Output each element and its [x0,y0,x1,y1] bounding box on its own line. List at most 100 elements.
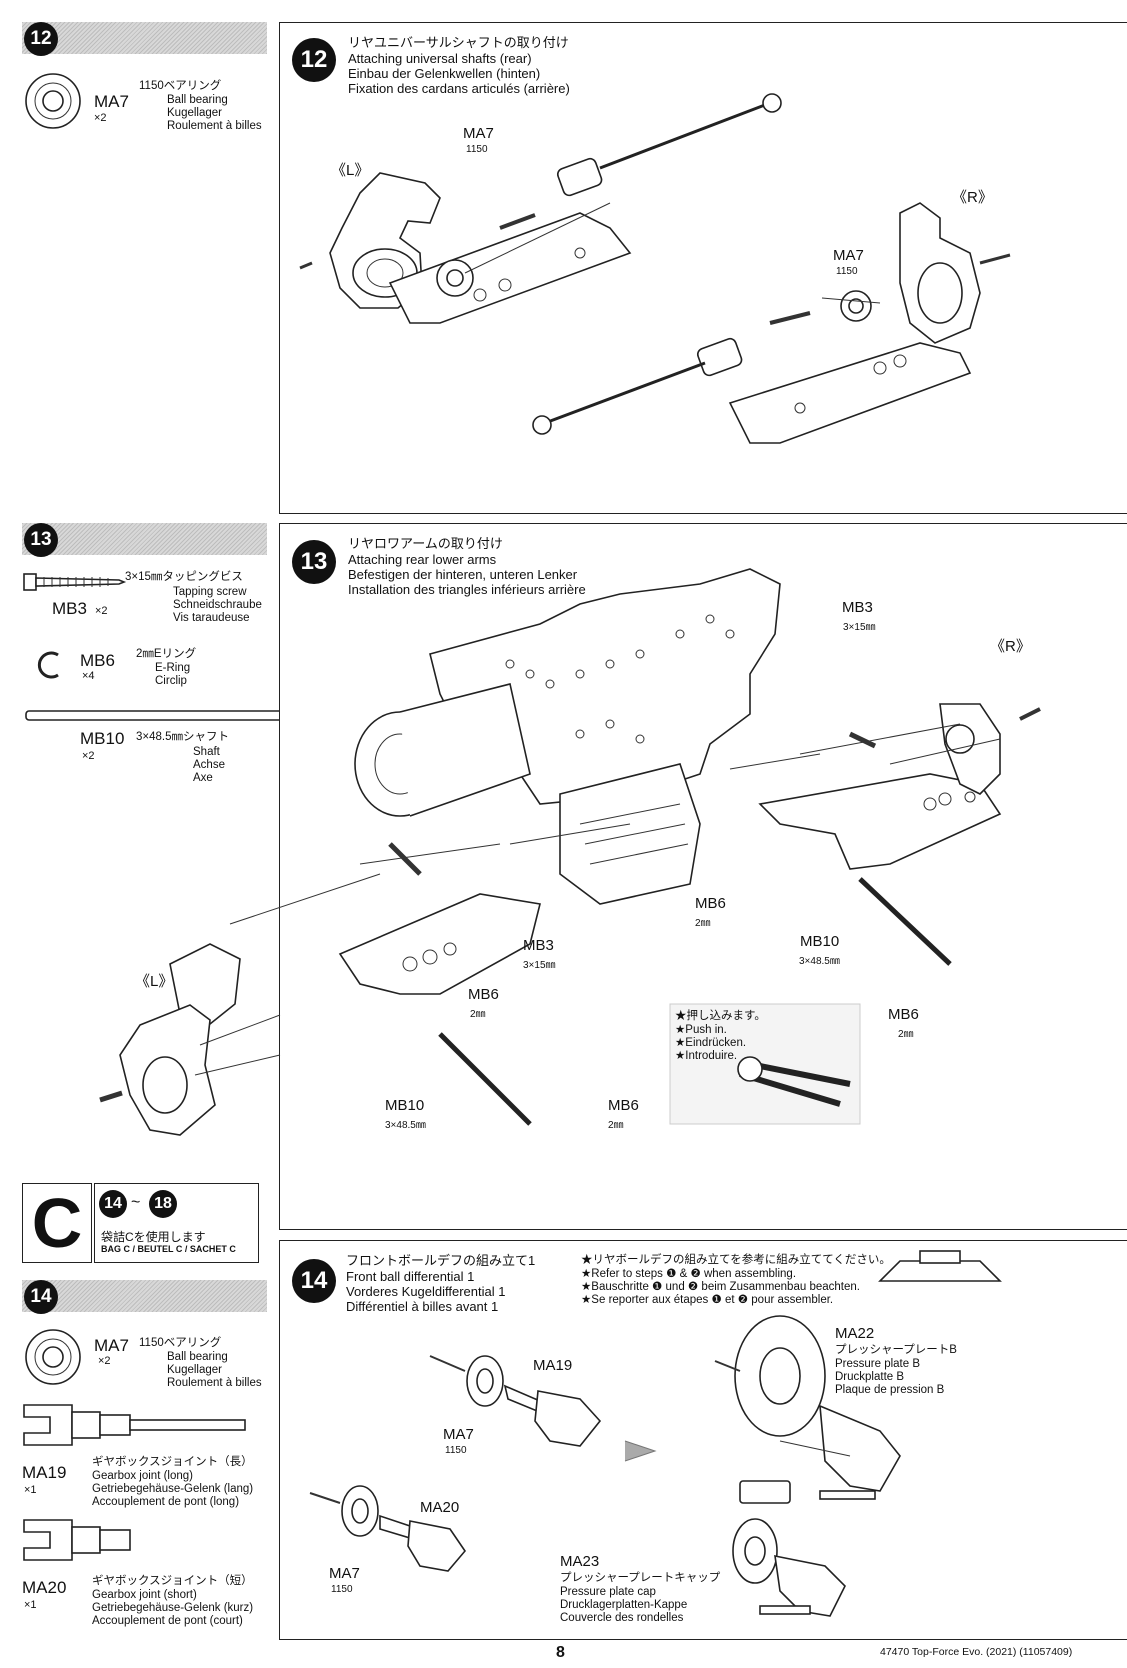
step14-panel: 14 フロントボールデフの組み立て1 Front ball differenti… [279,1240,1127,1640]
step13-panel-badge: 13 [292,540,336,584]
part-code: MA7 [94,1336,129,1355]
step14-title-de: Vorderes Kugeldifferential 1 [346,1284,506,1299]
ma7-sub-lower: 1150 [331,1584,353,1595]
step14-title-en: Front ball differential 1 [346,1269,475,1284]
part-name-jp: 1150ベアリング [139,80,222,92]
e-ring-icon [37,651,59,679]
part-code: MA19 [22,1463,67,1482]
bag-from-step: 14 [99,1190,127,1218]
rear-left-upright-drawing [99,1004,281,1136]
ma7-label-upper: MA7 [443,1426,474,1443]
assembly-note-fr: ★Se reporter aux étapes ❶ et ❷ pour asse… [581,1294,834,1306]
part-name-jp: 3×15㎜タッピングビス [125,571,243,583]
part-name-fr: Accouplement de pont (court) [92,1615,243,1627]
mb3-sub-right: 3×15㎜ [843,622,876,633]
page-number: 8 [556,1644,565,1661]
push-note-en: ★Push in. [675,1024,727,1036]
tapping-screw-icon [23,573,127,591]
bag-letter: C [31,1184,83,1262]
part-name-fr: Axe [193,772,213,784]
mb10-label-right: MB10 [800,933,840,950]
step14-parts-band [22,1280,267,1312]
part-name-de: Kugellager [167,1364,222,1376]
bag-use-jp: 袋詰Cを使用します [101,1230,206,1244]
mb6-sub-right: 2㎜ [898,1029,914,1040]
ma23-name-fr: Couvercle des rondelles [560,1612,684,1624]
assembly-note-jp: ★リヤボールデフの組み立てを参考に組み立ててください。 [581,1254,891,1266]
side-right-label: 《R》 [990,638,1031,655]
bag-c-box: C [22,1183,92,1263]
part-name-jp: ギヤボックスジョイント（短） [92,1575,253,1587]
ball-bearing-icon [25,73,81,129]
part-name-en: Ball bearing [167,94,228,106]
part-code: MA20 [22,1578,67,1597]
part-name-en: Gearbox joint (short) [92,1589,197,1601]
part-name-jp: 2㎜Eリング [136,648,197,660]
part-name-jp: ギヤボックスジョイント（長） [92,1456,253,1468]
part-name-de: Schneidschraube [173,599,262,611]
ma23-label: MA23 [560,1553,600,1570]
part-name-en: Gearbox joint (long) [92,1470,193,1482]
side-left-label: 《L》 [135,973,174,990]
ball-bearing-icon [25,1329,81,1385]
part-name-de: Circlip [155,675,187,687]
part-qty: ×1 [24,1484,37,1496]
part-name-fr: Vis taraudeuse [173,612,250,624]
step14-title-fr: Différentiel à billes avant 1 [346,1299,499,1314]
side-right-label: 《R》 [952,189,993,206]
bag-to-step: 18 [149,1190,177,1218]
ma22-name-jp: プレッシャープレートB [835,1344,957,1356]
part-name-jp: 1150ベアリング [139,1337,222,1349]
mb6-sub-center: 2㎜ [695,918,711,929]
rear-right-upright-drawing [532,202,1011,444]
ma22-label: MA22 [835,1325,875,1342]
mb10-label-left: MB10 [385,1097,425,1114]
mb10-sub-left: 3×48.5㎜ [385,1120,426,1131]
mb6-sub-bottom: 2㎜ [608,1120,624,1131]
mb3-label-center: MB3 [523,937,554,954]
part-name-en: Ball bearing [167,1351,228,1363]
mb3-label-right: MB3 [842,599,873,616]
ball-differential-drawing [309,1250,1002,1617]
push-note-jp: ★押し込みます。 [675,1010,766,1022]
bag-use-en: BAG C / BEUTEL C / SACHET C [101,1244,236,1254]
part-qty: ×2 [98,1355,111,1367]
push-note-fr: ★Introduire. [675,1050,738,1062]
mb6-label-right: MB6 [888,1006,919,1023]
step13-title-de: Befestigen der hinteren, unteren Lenker [348,567,578,582]
step12-parts-band [22,22,267,54]
chassis-lower-arms-drawing [169,568,1041,1126]
part-name-en: E-Ring [155,662,191,674]
ma20-label: MA20 [420,1499,460,1516]
ma23-name-de: Drucklagerplatten-Kappe [560,1599,688,1611]
part-name-fr: Accouplement de pont (long) [92,1496,240,1508]
ma7-sub-upper: 1150 [445,1445,467,1456]
bag-c-info: 14 ~ 18 袋詰Cを使用します BAG C / BEUTEL C / SAC… [94,1183,259,1263]
part-name-fr: Roulement à billes [167,120,262,132]
step13-parts-band [22,523,267,555]
part-qty: ×2 [94,112,107,124]
step12-number-badge: 12 [24,22,58,56]
mb10-sub-right: 3×48.5㎜ [799,956,840,967]
step13-number-badge: 13 [24,523,58,557]
step12-title-jp: リヤユニバーサルシャフトの取り付け [348,35,569,50]
step14-number-badge: 14 [24,1280,58,1314]
step12-title-en: Attaching universal shafts (rear) [348,51,532,66]
push-note-de: ★Eindrücken. [675,1037,747,1049]
ma7-label-right: MA7 [833,247,864,264]
part-qty: ×2 [82,750,95,762]
gearbox-joint-long-icon [23,1404,246,1446]
part-qty: ×1 [24,1599,37,1611]
part-qty: ×2 [95,605,108,617]
document-reference: 47470 Top-Force Evo. (2021) (11057409) [880,1646,1073,1658]
ma7-label-left: MA7 [463,125,494,142]
step13-title-jp: リヤロワアームの取り付け [348,536,503,551]
mb6-label-left: MB6 [468,986,499,1003]
assembly-note-de: ★Bauschritte ❶ und ❷ beim Zusammenbau be… [581,1281,860,1293]
ma23-name-en: Pressure plate cap [560,1586,656,1598]
gearbox-joint-short-icon [23,1519,131,1561]
mb6-label-center: MB6 [695,895,726,912]
ma19-label: MA19 [533,1357,573,1374]
part-name-jp: 3×48.5㎜シャフト [136,731,229,743]
ma22-name-en: Pressure plate B [835,1358,921,1370]
